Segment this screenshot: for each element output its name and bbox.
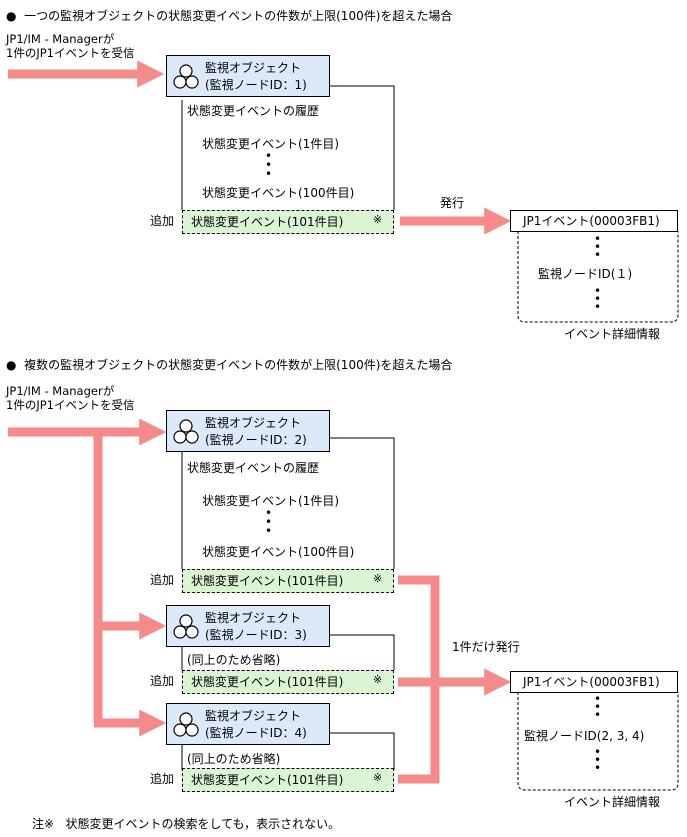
new-event-text: 状態変更イベント(101件目) — [191, 574, 344, 588]
footnote-mark: 注※ — [32, 817, 55, 831]
bullet-icon: ● — [6, 9, 17, 23]
add-label-2c: 追加 — [150, 772, 175, 786]
new-event-text: 状態変更イベント(101件目) — [191, 773, 344, 787]
monitor-object-icon — [173, 64, 199, 89]
object-node-id: (監視ノードID：3) — [205, 628, 307, 642]
note-mark: ※ — [373, 771, 383, 784]
history-last-1: 状態変更イベント(100件目) — [202, 186, 355, 200]
merge-line-top — [398, 575, 440, 682]
merge-line-bottom — [398, 682, 440, 784]
new-event-1: 状態変更イベント(101件目) ※ — [182, 210, 394, 234]
footnote-text: 状態変更イベントの検索をしても，表示されない。 — [65, 817, 341, 831]
footnote: 注※ 状態変更イベントの検索をしても，表示されない。 — [32, 817, 340, 831]
omit-bracket-4 — [330, 732, 395, 770]
ellipsis-dots: ••• — [594, 692, 602, 722]
monitor-object-3[interactable]: 監視オブジェクト (監視ノードID：3) — [166, 605, 330, 647]
monitor-object-icon — [173, 712, 199, 737]
object-name: 監視オブジェクト — [205, 416, 302, 430]
receive-label-2-line1: JP1/IM - Managerが — [6, 384, 115, 398]
detail-node-2: 監視ノードID(2, 3, 4) — [524, 729, 645, 743]
ellipsis-dots: ••• — [594, 232, 602, 262]
receive-label-2-line2: 1件のJP1イベントを受信 — [6, 398, 135, 412]
omitted-label-3: (同上のため省略) — [187, 653, 281, 667]
section2-heading: ● 複数の監視オブジェクトの状態変更イベントの件数が上限(100件)を超えた場合 — [6, 358, 453, 372]
monitor-object-4[interactable]: 監視オブジェクト (監視ノードID：4) — [166, 703, 330, 745]
history-first-2: 状態変更イベント(1件目) — [202, 494, 339, 508]
detail-frame-2 — [517, 692, 679, 791]
add-label-1: 追加 — [150, 214, 175, 228]
add-label-2b: 追加 — [150, 674, 175, 688]
new-event-text: 状態変更イベント(101件目) — [191, 675, 344, 689]
ellipsis-dots: ••• — [265, 149, 273, 181]
note-mark: ※ — [373, 213, 383, 226]
object-name: 監視オブジェクト — [205, 61, 302, 75]
new-event-4: 状態変更イベント(101件目) ※ — [182, 768, 394, 792]
detail-caption-2: イベント詳細情報 — [564, 795, 661, 809]
object-name: 監視オブジェクト — [205, 709, 302, 723]
omitted-label-4: (同上のため省略) — [187, 752, 281, 766]
jp1-event-text: JP1イベント(00003FB1) — [523, 675, 660, 689]
object-node-id: (監視ノードID：1) — [205, 78, 307, 92]
add-label-2a: 追加 — [150, 573, 175, 587]
note-mark: ※ — [373, 673, 383, 686]
history-first-1: 状態変更イベント(1件目) — [202, 137, 339, 151]
object-node-id: (監視ノードID：4) — [205, 726, 307, 740]
bullet-icon: ● — [6, 358, 17, 372]
object-node-id: (監視ノードID：2) — [205, 433, 307, 447]
jp1-event-text: JP1イベント(00003FB1) — [523, 214, 660, 228]
omit-bracket-3 — [330, 634, 395, 670]
jp1-event-box-2[interactable]: JP1イベント(00003FB1) — [510, 671, 678, 693]
new-event-3: 状態変更イベント(101件目) ※ — [182, 670, 394, 694]
history-last-2: 状態変更イベント(100件目) — [202, 545, 355, 559]
ellipsis-dots: ••• — [594, 284, 602, 314]
detail-node-1: 監視ノードID(１) — [538, 267, 633, 281]
monitor-object-icon — [173, 614, 199, 639]
issue-label-1: 発行 — [440, 196, 465, 210]
new-event-2: 状態変更イベント(101件目) ※ — [182, 569, 394, 593]
monitor-object-icon — [173, 419, 199, 444]
issue-label-2: 1件だけ発行 — [452, 640, 520, 654]
ellipsis-dots: ••• — [265, 506, 273, 538]
receive-label-1-line2: 1件のJP1イベントを受信 — [6, 46, 135, 60]
object-name: 監視オブジェクト — [205, 611, 302, 625]
history-title-1: 状態変更イベントの履歴 — [187, 104, 320, 118]
history-bracket-1 — [330, 85, 395, 210]
detail-caption-1: イベント詳細情報 — [564, 327, 661, 341]
ellipsis-dots: ••• — [594, 745, 602, 775]
receive-label-1-line1: JP1/IM - Managerが — [6, 32, 115, 46]
history-bracket-2 — [330, 437, 395, 569]
history-title-2: 状態変更イベントの履歴 — [187, 461, 320, 475]
detail-frame-1 — [517, 231, 679, 323]
section1-heading: ● 一つの監視オブジェクトの状態変更イベントの件数が上限(100件)を超えた場合 — [6, 9, 453, 23]
jp1-event-box-1[interactable]: JP1イベント(00003FB1) — [510, 210, 678, 232]
note-mark: ※ — [373, 572, 383, 585]
new-event-text: 状態変更イベント(101件目) — [191, 215, 344, 229]
monitor-object-1[interactable]: 監視オブジェクト (監視ノードID：1) — [166, 55, 330, 97]
monitor-object-2[interactable]: 監視オブジェクト (監視ノードID：2) — [166, 410, 330, 452]
